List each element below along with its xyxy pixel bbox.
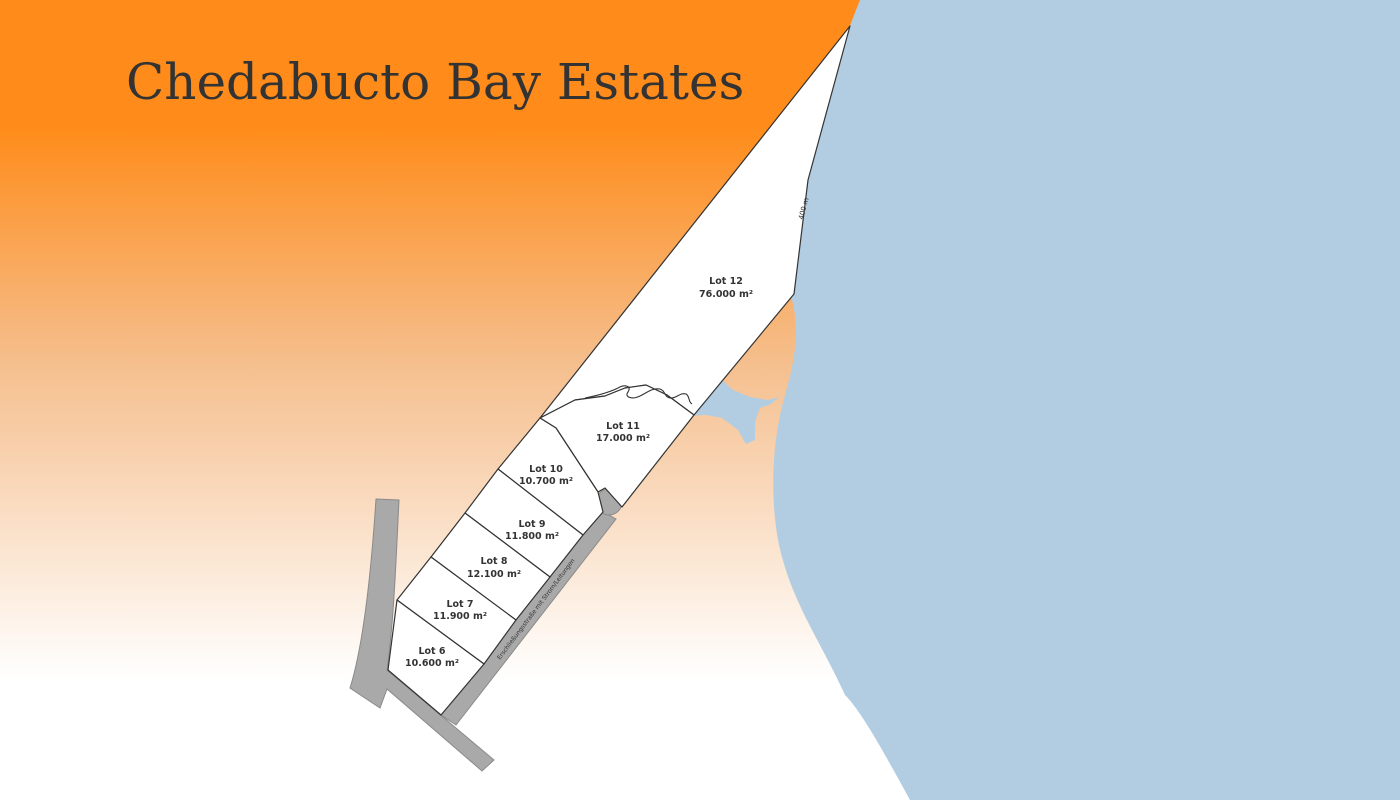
lot-10-label: Lot 10 10.700 m² xyxy=(519,464,573,487)
lot-9-area: 11.800 m² xyxy=(505,531,559,542)
lot-6-area: 10.600 m² xyxy=(405,658,459,669)
lot-6-label: Lot 6 10.600 m² xyxy=(405,646,459,669)
lot-10-name: Lot 10 xyxy=(529,464,563,475)
lot-9-label: Lot 9 11.800 m² xyxy=(505,519,559,542)
creek xyxy=(584,385,693,405)
lot-12-area: 76.000 m² xyxy=(699,289,753,300)
lot-7-name: Lot 7 xyxy=(446,599,473,610)
lot-11-label: Lot 11 17.000 m² xyxy=(596,421,650,444)
lot-7-label: Lot 7 11.900 m² xyxy=(433,599,487,622)
lot-6-parcel xyxy=(387,599,485,716)
lot-12-label: Lot 12 76.000 m² xyxy=(699,276,753,300)
lot-8-area: 12.100 m² xyxy=(467,569,521,580)
lot-9-name: Lot 9 xyxy=(518,519,545,530)
page-title: Chedabucto Bay Estates xyxy=(126,53,745,111)
lot-8-name: Lot 8 xyxy=(480,556,507,567)
lot-7-area: 11.900 m² xyxy=(433,611,487,622)
lot-8-label: Lot 8 12.100 m² xyxy=(467,556,521,580)
lot-11-area: 17.000 m² xyxy=(596,433,650,444)
lot-10-area: 10.700 m² xyxy=(519,476,573,487)
lot-12-name: Lot 12 xyxy=(709,276,743,287)
water-area xyxy=(773,0,1400,800)
lots-layer xyxy=(387,25,851,716)
lot-11-name: Lot 11 xyxy=(606,421,640,432)
lot-6-name: Lot 6 xyxy=(418,646,445,657)
